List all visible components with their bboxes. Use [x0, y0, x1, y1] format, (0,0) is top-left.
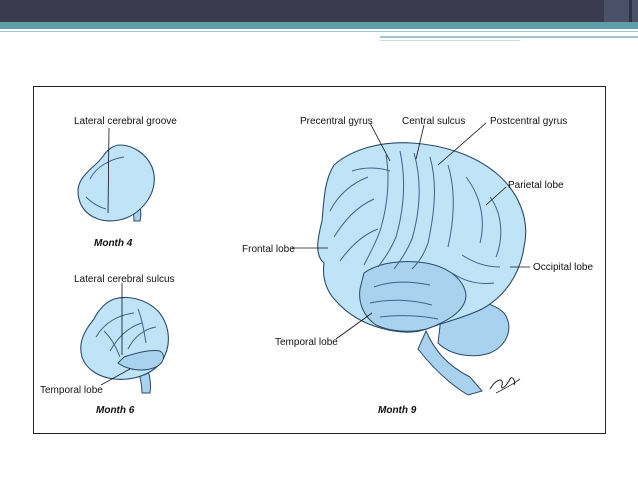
month9-brain	[317, 142, 527, 396]
postcentral-leader-line	[437, 122, 487, 166]
thin-divider	[0, 31, 638, 32]
central-sulcus-leader-line	[415, 124, 425, 160]
label-lateral-cerebral-groove: Lateral cerebral groove	[74, 116, 177, 127]
header-accent-stripe	[629, 0, 632, 22]
caption-month-9: Month 9	[378, 405, 417, 416]
teal-divider	[0, 22, 638, 29]
label-precentral-gyrus: Precentral gyrus	[300, 116, 373, 127]
header-accent-block	[604, 0, 638, 22]
slide-header-bar	[0, 0, 638, 22]
caption-month-4: Month 4	[94, 238, 133, 249]
temporal-m6-leader-line	[100, 368, 131, 386]
label-temporal-lobe-month6: Temporal lobe	[40, 385, 103, 396]
brain-development-figure: Lateral cerebral groove Month 4 Lateral …	[33, 86, 606, 434]
thin-divider-right	[380, 36, 638, 38]
label-lateral-cerebral-sulcus: Lateral cerebral sulcus	[74, 274, 175, 285]
label-frontal-lobe: Frontal lobe	[242, 244, 295, 255]
label-parietal-lobe: Parietal lobe	[508, 180, 564, 191]
brain-diagram-svg: Lateral cerebral groove Month 4 Lateral …	[40, 116, 593, 416]
thin-divider-right-short	[380, 40, 520, 41]
temporal-m9-leader-line	[335, 312, 373, 340]
precentral-leader-line	[369, 122, 391, 162]
label-postcentral-gyrus: Postcentral gyrus	[490, 116, 567, 127]
label-temporal-lobe-month9: Temporal lobe	[275, 337, 338, 348]
artist-signature	[489, 377, 521, 394]
caption-month-6: Month 6	[96, 405, 135, 416]
parietal-leader-line	[485, 186, 507, 206]
month4-brain	[77, 144, 155, 222]
label-occipital-lobe: Occipital lobe	[533, 262, 593, 273]
month6-brain	[80, 296, 169, 394]
label-central-sulcus: Central sulcus	[402, 116, 465, 127]
groove-leader-line	[107, 127, 110, 214]
